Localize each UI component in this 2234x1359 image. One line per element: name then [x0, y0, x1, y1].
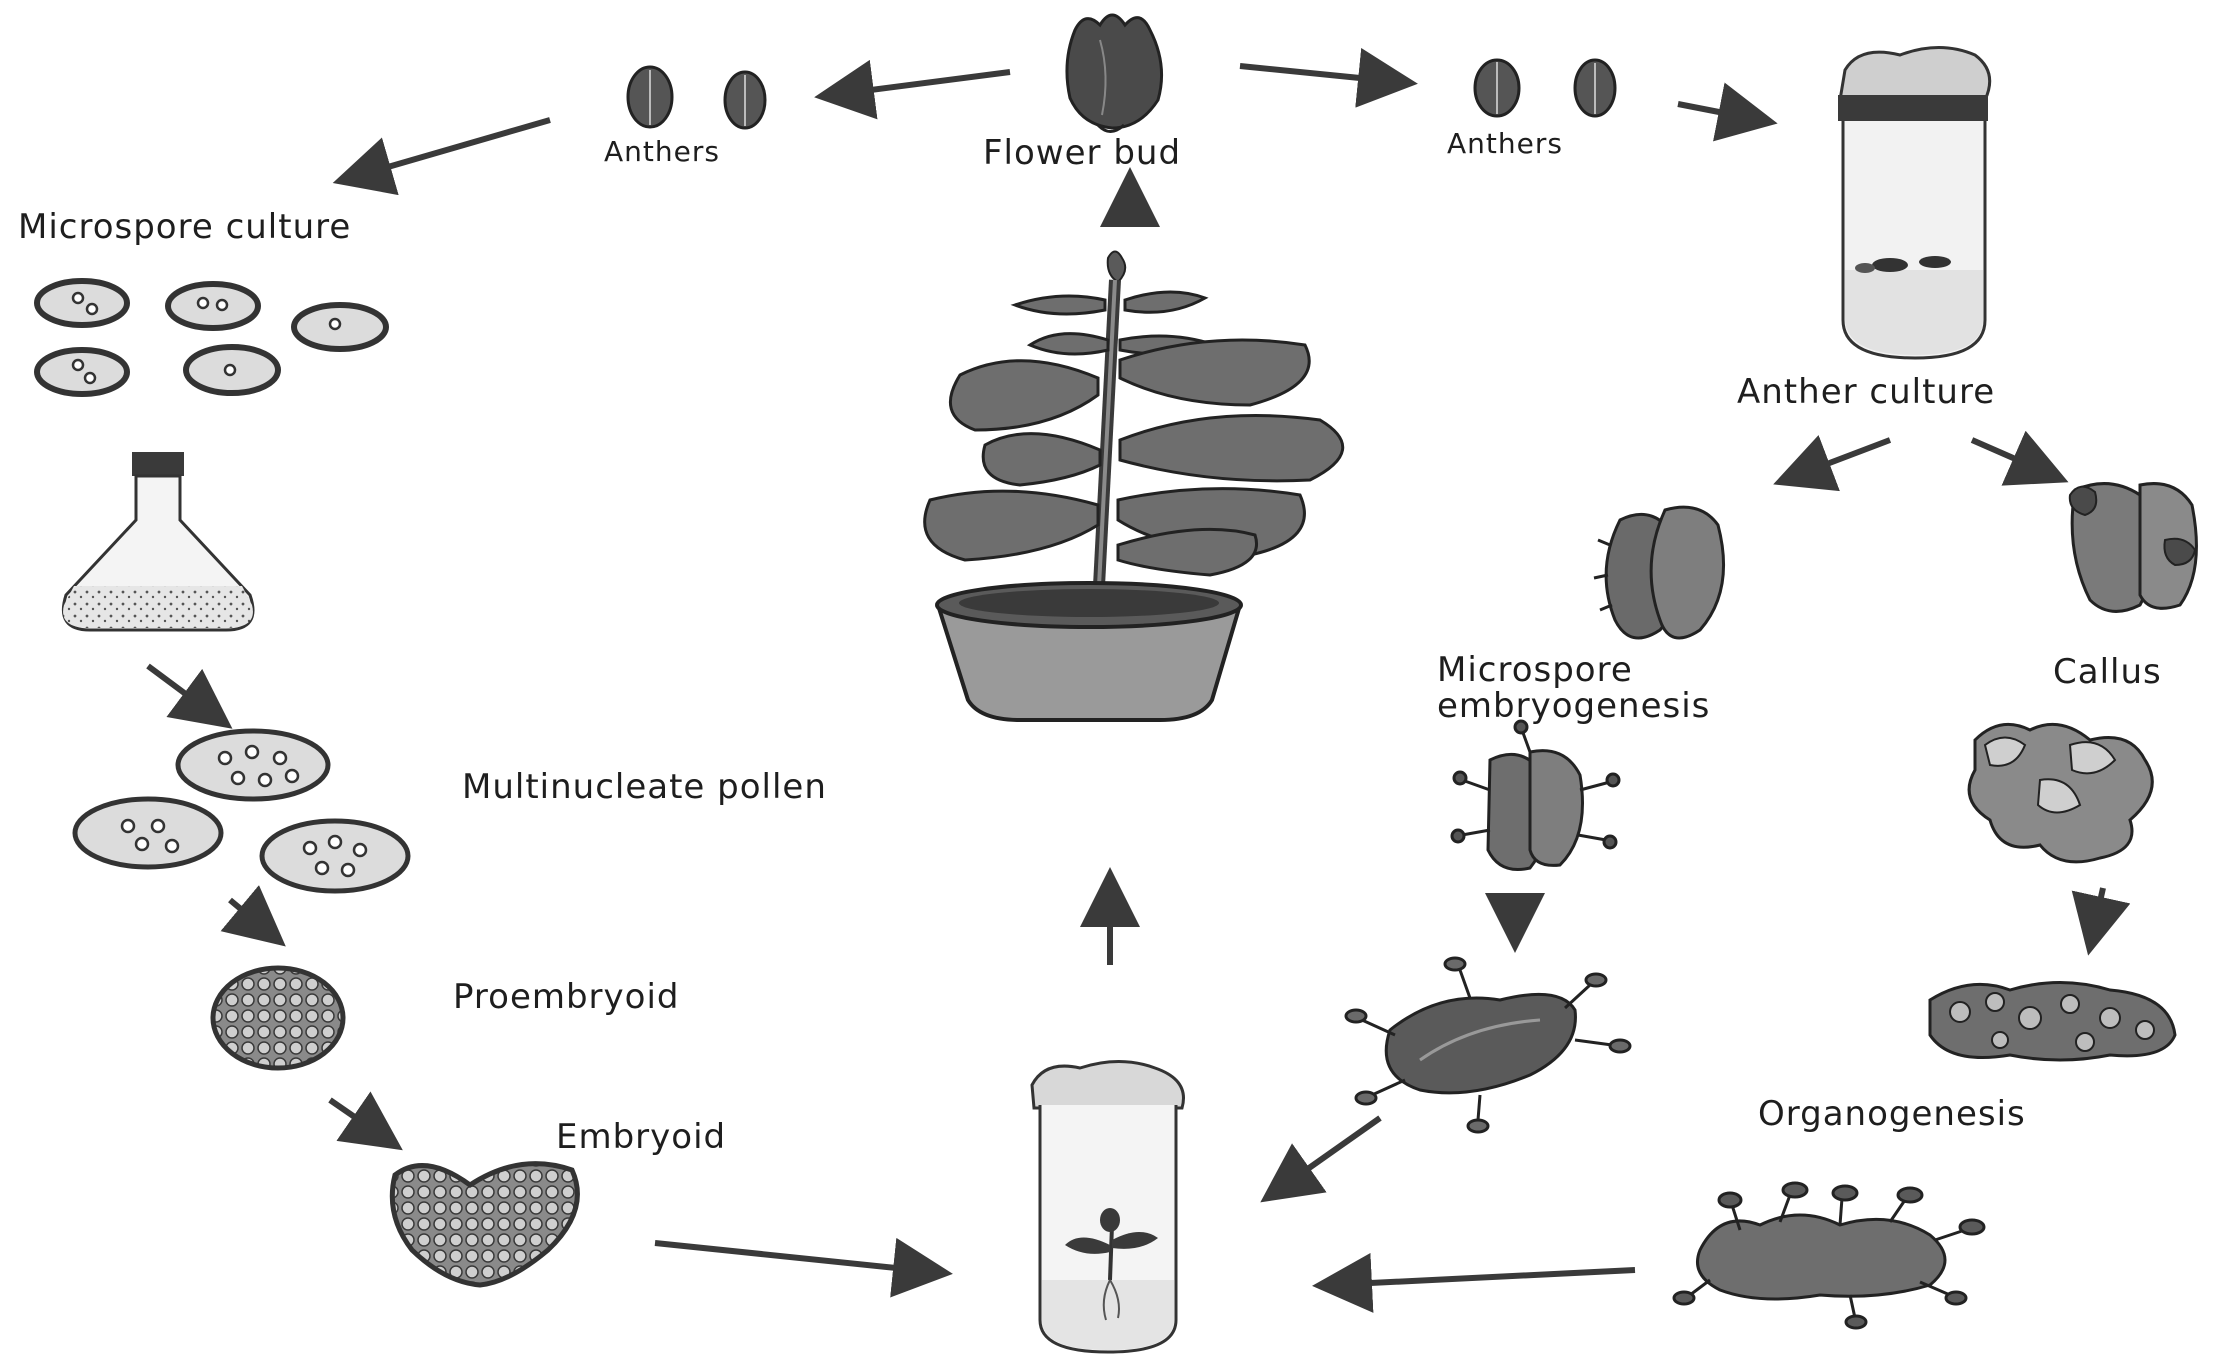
arrow-anthers-to-anther-culture — [1678, 104, 1760, 120]
proembryoid-icon — [213, 968, 343, 1068]
arrow-callus-down — [2092, 888, 2103, 938]
multinucleate-pollen-icon — [75, 731, 408, 891]
anther-embryo-shoots-icon — [1452, 721, 1619, 870]
anthers-right-icon — [1475, 60, 1615, 116]
arrow-embryoid-to-tube — [655, 1243, 935, 1272]
arrow-anther-culture-to-embryogenesis — [1790, 440, 1890, 478]
label-microspore-culture: Microspore culture — [18, 210, 351, 244]
label-proembryoid: Proembryoid — [453, 980, 680, 1014]
embryo-plantlets-icon — [1346, 958, 1630, 1132]
label-organogenesis: Organogenesis — [1758, 1097, 2026, 1131]
label-anthers-right: Anthers — [1447, 130, 1563, 158]
arrow-proembryoid-to-embryoid — [330, 1100, 388, 1140]
regenerated-shoots-icon — [1674, 1183, 1984, 1328]
flower-bud-icon — [1067, 15, 1162, 132]
arrow-anthers-to-microspore — [350, 120, 550, 178]
potted-plant-icon — [925, 252, 1343, 721]
label-anther-culture: Anther culture — [1737, 375, 1995, 409]
label-microspore-embryogenesis: Microspore embryogenesis — [1437, 653, 1877, 724]
label-anthers-left: Anthers — [604, 138, 720, 166]
arrow-bud-to-anthers-left — [832, 72, 1010, 95]
arrow-embryo-to-tube — [1275, 1118, 1380, 1192]
embryoid-icon — [392, 1164, 577, 1285]
label-callus: Callus — [2053, 655, 2162, 689]
label-multinucleate-pollen: Multinucleate pollen — [462, 770, 827, 804]
label-flower-bud: Flower bud — [983, 136, 1181, 170]
culture-flask-icon — [63, 452, 253, 630]
organogenesis-mass-icon — [1930, 983, 2175, 1061]
arrow-flask-to-pollen — [148, 666, 218, 718]
anther-culture-tube-icon — [1838, 48, 1990, 359]
callus-anther-icon — [2070, 484, 2197, 612]
callus-mass-icon — [1969, 724, 2152, 862]
arrow-anther-culture-to-callus — [1972, 440, 2052, 475]
arrow-pollen-to-proembryoid — [230, 900, 272, 935]
arrow-shoots-to-tube — [1330, 1270, 1635, 1285]
anthers-left-icon — [628, 67, 765, 128]
label-embryoid: Embryoid — [556, 1120, 726, 1154]
plantlet-tube-icon — [1032, 1062, 1183, 1353]
arrow-bud-to-anthers-right — [1240, 66, 1400, 82]
embryogenesis-anther-icon — [1594, 507, 1724, 638]
